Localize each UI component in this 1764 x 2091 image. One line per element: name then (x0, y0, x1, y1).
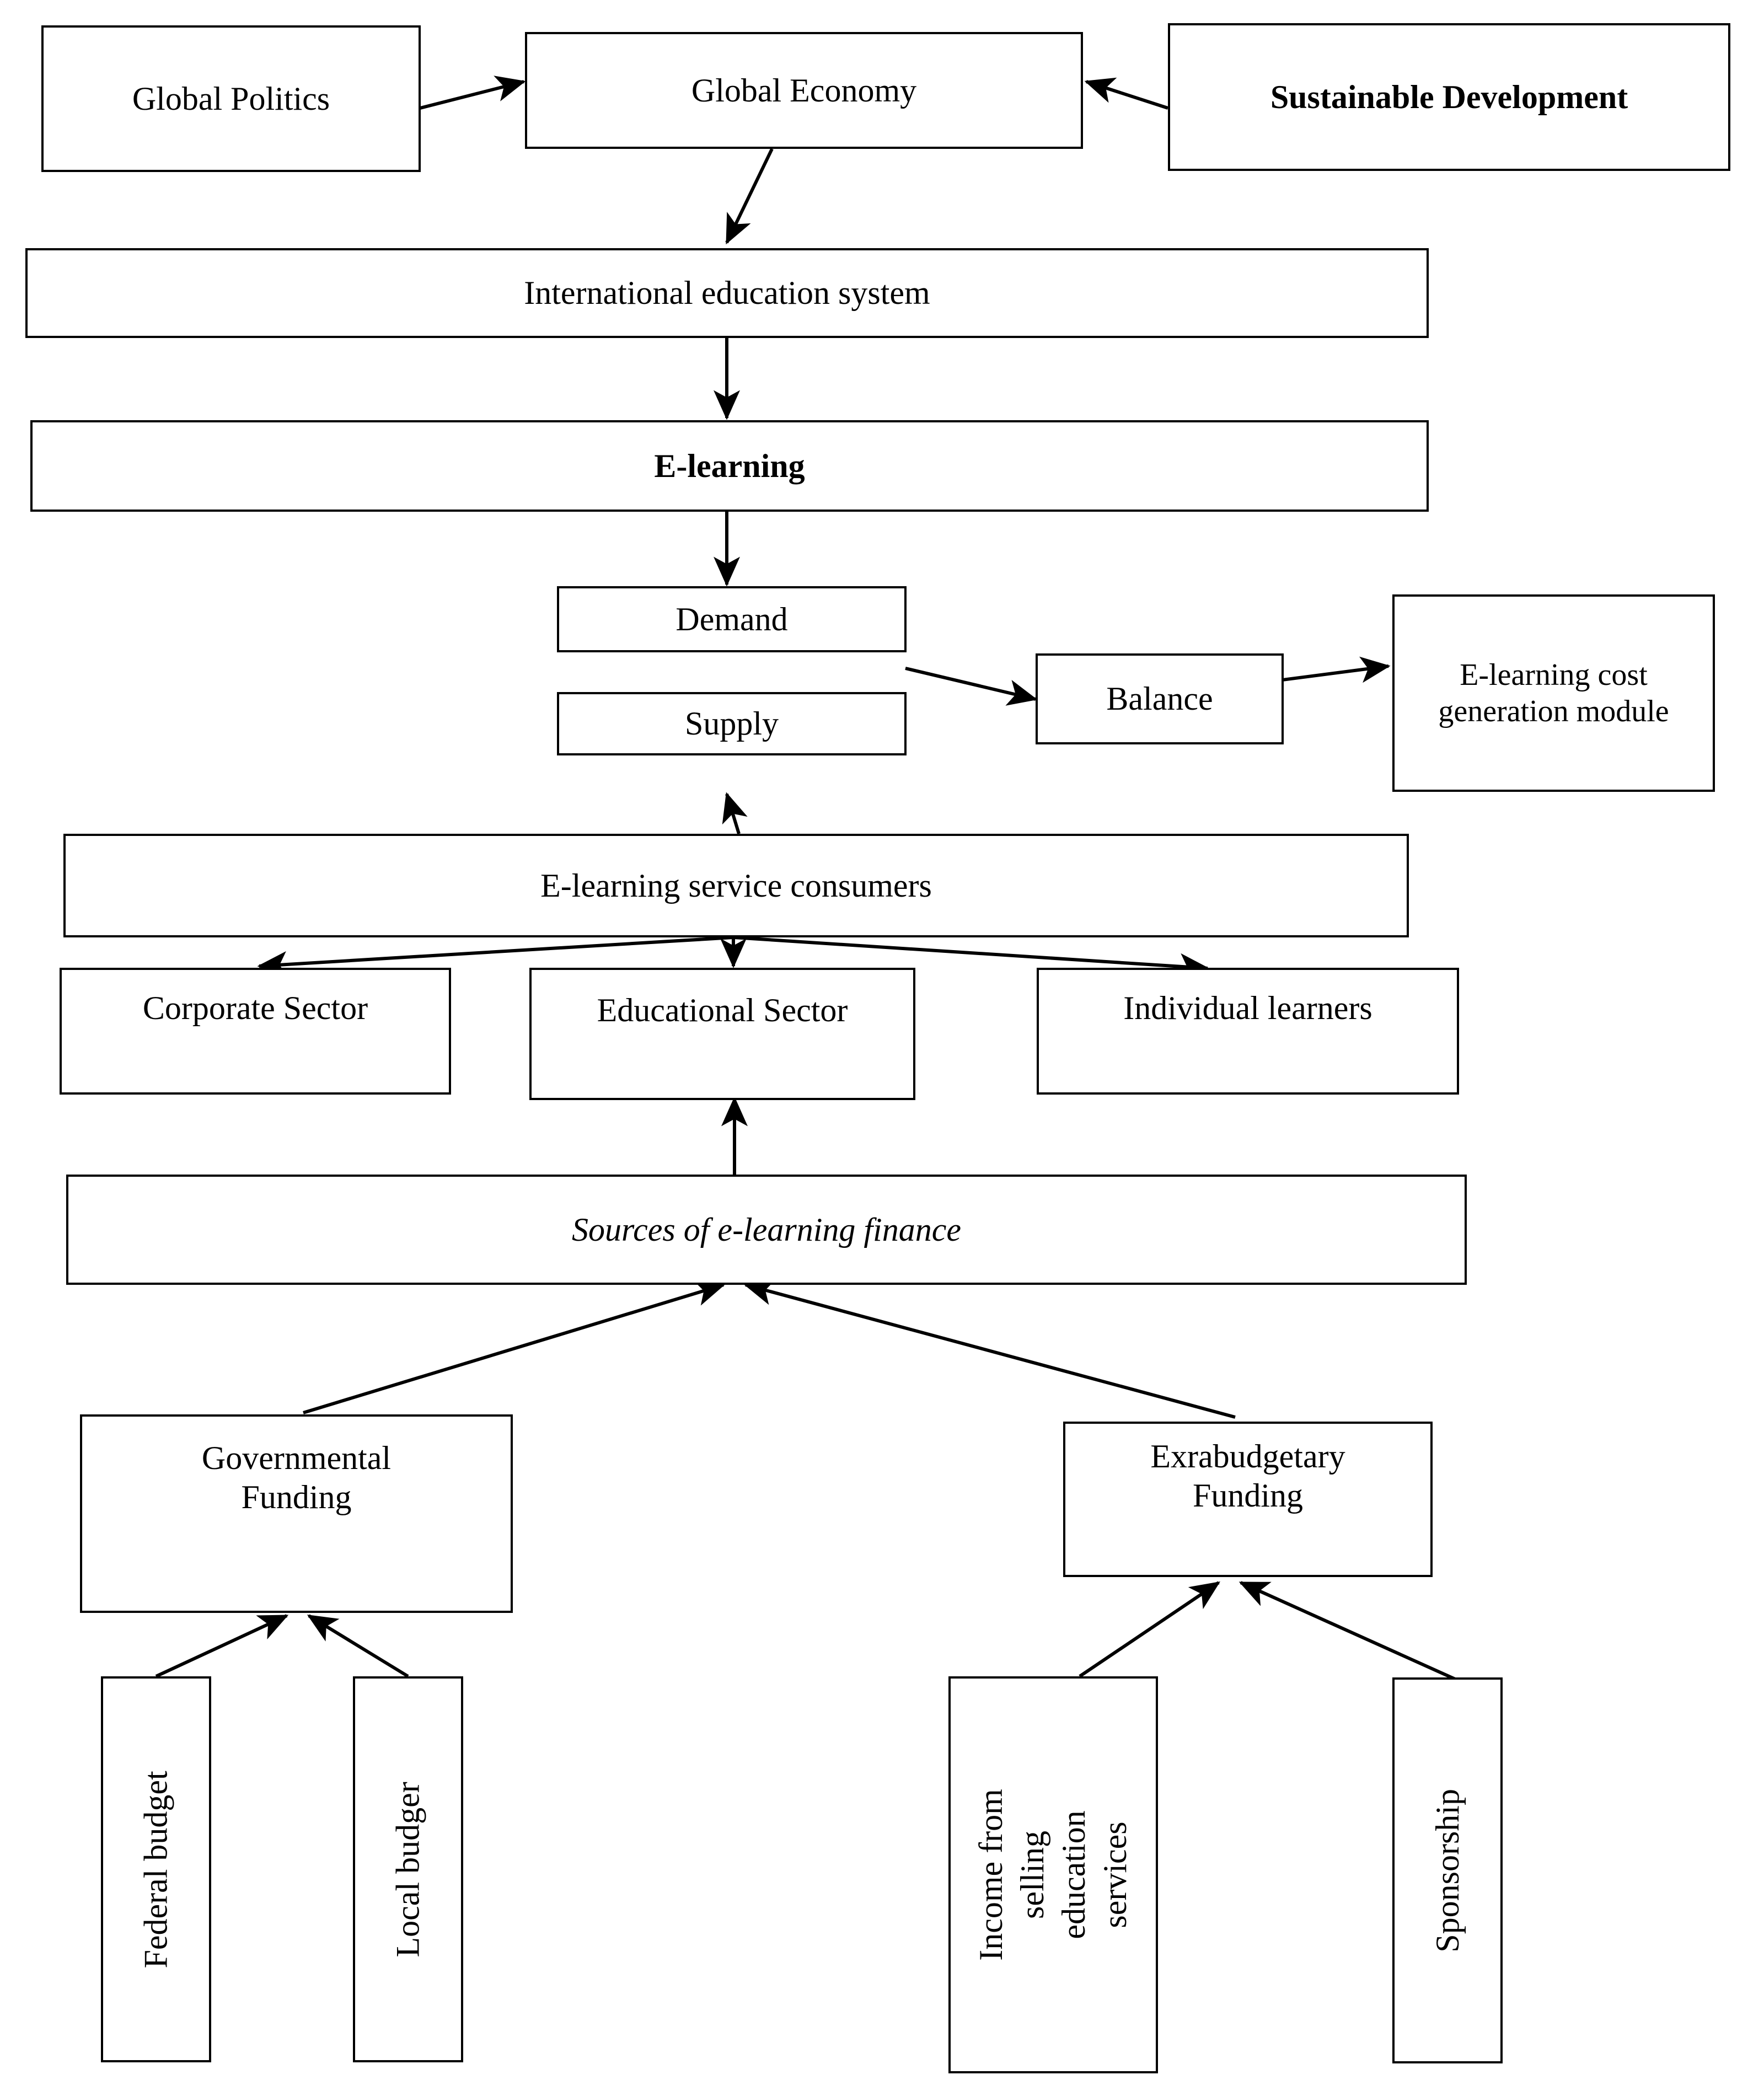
node-label: Educational Sector (597, 992, 848, 1028)
node-label: Federal budget (137, 1770, 174, 1969)
node-balance[interactable]: Balance (1036, 653, 1284, 744)
node-international-education-system[interactable]: International education system (25, 248, 1429, 338)
edge-demandsupply-to-balance (905, 667, 1038, 706)
node-individual-learners[interactable]: Individual learners (1037, 968, 1459, 1095)
node-label: Exrabudgetary Funding (1150, 1438, 1345, 1514)
node-educational-sector[interactable]: Educational Sector (529, 968, 915, 1100)
node-label: Sponsorship (1429, 1788, 1466, 1953)
node-label: Individual learners (1123, 990, 1372, 1026)
node-label: Sustainable Development (1270, 78, 1628, 115)
node-supply[interactable]: Supply (557, 692, 907, 755)
node-service-consumers[interactable]: E-learning service consumers (63, 834, 1409, 937)
edge-federal-to-governmental (155, 1614, 289, 1678)
node-label: Supply (684, 705, 779, 742)
node-sponsorship[interactable]: Sponsorship (1392, 1677, 1503, 2063)
node-cost-generation-module[interactable]: E-learning cost generation module (1392, 594, 1715, 792)
node-label: Corporate Sector (142, 990, 368, 1026)
node-label: Global Politics (132, 80, 330, 117)
node-label: Governmental Funding (201, 1440, 392, 1515)
node-label: E-learning (654, 447, 805, 484)
node-sources-of-finance[interactable]: Sources of e-learning finance (66, 1175, 1467, 1285)
node-global-politics[interactable]: Global Politics (41, 25, 421, 172)
node-e-learning[interactable]: E-learning (30, 420, 1429, 512)
node-label: E-learning service consumers (540, 867, 932, 904)
node-label: E-learning cost generation module (1438, 657, 1669, 728)
node-income-selling-services[interactable]: Income from selling education services (948, 1676, 1158, 2073)
node-demand[interactable]: Demand (557, 586, 907, 652)
node-exrabudgetary-funding[interactable]: Exrabudgetary Funding (1063, 1422, 1433, 1577)
node-label: Demand (675, 601, 788, 637)
node-local-budger[interactable]: Local budger (353, 1676, 463, 2062)
edge-governmental-to-finance (303, 1280, 726, 1414)
edge-exrabudgetary-to-finance (743, 1279, 1236, 1419)
edge-sponsorship-to-exrabudgetary (1238, 1581, 1462, 1683)
edge-consumers-to-individual (733, 936, 1210, 980)
node-sustainable-development[interactable]: Sustainable Development (1168, 23, 1730, 171)
node-label: Income from selling education services (973, 1789, 1133, 1961)
node-label: Local budger (389, 1781, 426, 1958)
edge-local-to-governmental (307, 1614, 409, 1678)
node-label: Sources of e-learning finance (572, 1211, 961, 1248)
node-label: International education system (524, 275, 930, 312)
node-federal-budget[interactable]: Federal budget (101, 1676, 211, 2062)
edge-income-to-exrabudgetary (1079, 1581, 1220, 1678)
edge-consumers-to-corporate (257, 936, 734, 978)
edge-politics-to-economy (420, 76, 526, 110)
node-label: Global Economy (691, 72, 917, 109)
edge-economy-to-education-system (725, 148, 774, 245)
edge-consumers-to-supply (722, 792, 748, 834)
node-corporate-sector[interactable]: Corporate Sector (60, 968, 451, 1095)
edge-sustainable-to-economy (1084, 77, 1168, 110)
node-label: Balance (1106, 680, 1213, 717)
node-governmental-funding[interactable]: Governmental Funding (80, 1414, 513, 1613)
node-global-economy[interactable]: Global Economy (525, 32, 1083, 149)
